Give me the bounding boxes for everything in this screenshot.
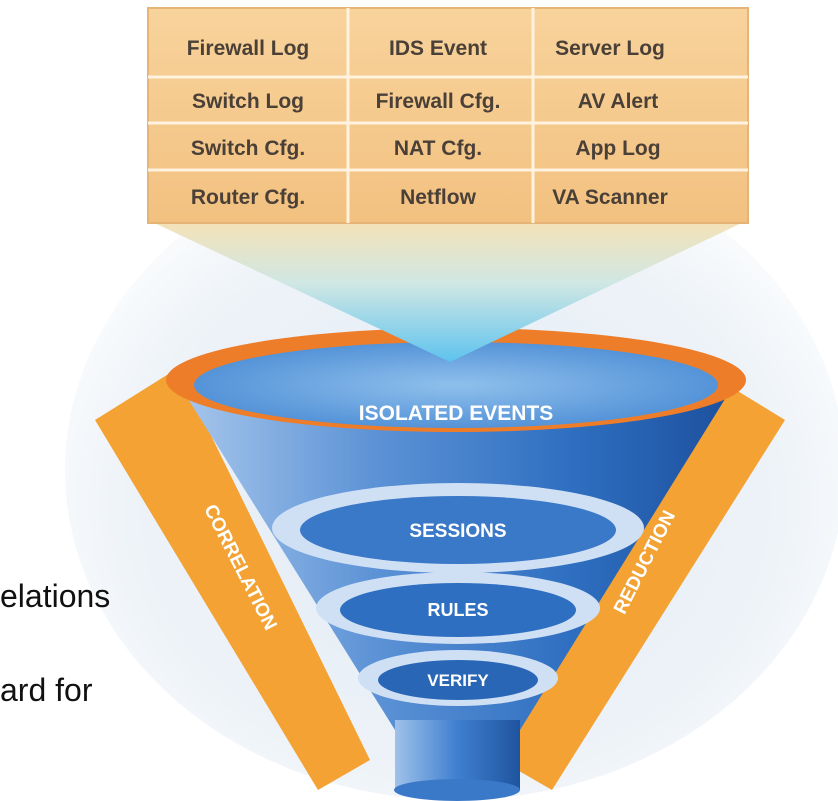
verify-label: VERIFY [427, 671, 489, 690]
left-orange-band [95, 368, 370, 790]
rules-label: RULES [427, 600, 488, 620]
sessions-ring: SESSIONS [272, 483, 644, 573]
table-cell: Switch Cfg. [191, 137, 305, 160]
sessions-ring-inner [300, 496, 616, 564]
table-background [147, 7, 749, 224]
sessions-label: SESSIONS [409, 521, 506, 542]
background-text-line-1: elations [0, 578, 111, 614]
table-cell: Firewall Cfg. [376, 90, 501, 113]
table-cell: Netflow [400, 186, 476, 209]
table-cell: Switch Log [192, 90, 304, 113]
spout-bottom [394, 779, 520, 801]
right-orange-band [500, 368, 785, 790]
spout [395, 720, 520, 790]
table-cell: IDS Event [389, 37, 487, 60]
table-cell: App Log [575, 137, 660, 160]
table-cell: Router Cfg. [191, 186, 305, 209]
table-cell: AV Alert [578, 90, 659, 113]
verify-ring: VERIFY [358, 650, 558, 706]
source-table: Firewall Log IDS Event Server Log Switch… [147, 7, 749, 224]
background-text-line-2: ard for [0, 672, 93, 708]
data-beam [148, 220, 748, 362]
table-cell: NAT Cfg. [394, 137, 482, 160]
isolated-events-label: ISOLATED EVENTS [359, 402, 553, 425]
verify-ring-inner [378, 660, 538, 700]
table-cell: Firewall Log [187, 37, 310, 60]
table-cell: Server Log [555, 37, 665, 60]
rules-ring: RULES [316, 572, 600, 644]
funnel-mouth [194, 342, 718, 428]
rules-ring-inner [340, 583, 576, 637]
table-cell: VA Scanner [552, 186, 668, 209]
